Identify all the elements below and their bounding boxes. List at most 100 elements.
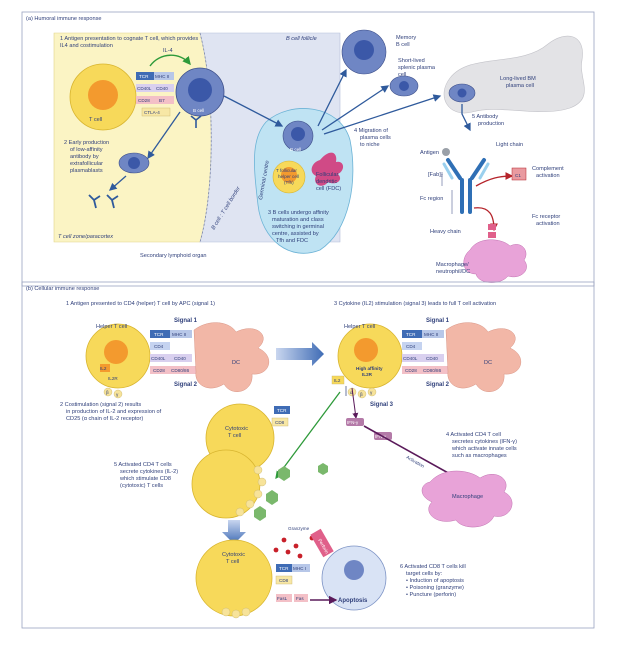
step4-l1: 4 Migration of bbox=[354, 128, 388, 134]
helper-nucleus-left bbox=[104, 340, 128, 364]
b-step6-l3: • Induction of apoptosis bbox=[406, 578, 464, 584]
svg-text:TCR: TCR bbox=[154, 332, 164, 337]
cd40-label: CD40 bbox=[156, 86, 168, 91]
step2-l4: extrafollicular bbox=[70, 161, 103, 167]
step2-l2: of low-affinity bbox=[70, 147, 103, 153]
apoptosis-label: Apoptosis bbox=[338, 598, 368, 604]
memory-l1: Memory bbox=[396, 35, 416, 41]
b-step5-l4: (cytotoxic) T cells bbox=[120, 483, 163, 489]
complement-l2: activation bbox=[536, 173, 560, 179]
arrow-to-plasmablast bbox=[147, 111, 181, 160]
short-lived-l1: Short-lived bbox=[398, 58, 425, 64]
arrow-plasmablast-antibody bbox=[109, 175, 127, 191]
fdc-l3: cell (FDC) bbox=[316, 186, 341, 192]
cyt3-l2: T cell bbox=[226, 559, 239, 565]
b-step2-l1: 2 Costimulation (signal 2) results bbox=[60, 402, 141, 408]
step2-l1: 2 Early production bbox=[64, 140, 109, 146]
b-step2-l3: CD25 (α chain of IL-2 receptor) bbox=[66, 416, 143, 422]
tfh-l3: (Tfh) bbox=[284, 180, 294, 185]
alpha-right: α bbox=[350, 390, 353, 395]
t-b-border-line bbox=[199, 32, 212, 243]
step4-l2: plasma cells bbox=[360, 135, 391, 141]
fdc-l1: Follicular bbox=[316, 172, 339, 178]
b-cell-nucleus bbox=[188, 78, 212, 102]
il2-left: IL2 bbox=[100, 366, 107, 371]
il2-right: IL2 bbox=[334, 378, 341, 383]
arrow-to-antibody bbox=[461, 104, 471, 132]
fdc-cell bbox=[311, 152, 344, 186]
receptors-left: TCR MHC II CD4 CD40L CD40 CD28 CD80/86 bbox=[150, 330, 196, 374]
fc-receptor-l1: Fc receptor bbox=[532, 214, 560, 220]
heavy-chain-label: Heavy chain bbox=[430, 229, 461, 235]
svg-text:CD28: CD28 bbox=[405, 368, 417, 373]
step3-l4: centre, assisted by bbox=[272, 231, 319, 237]
arrow-to-short-lived bbox=[321, 85, 390, 131]
svg-text:CD4: CD4 bbox=[406, 344, 416, 349]
long-lived-l2: plasma cell bbox=[506, 83, 534, 89]
fab-label: [Fab]₂ bbox=[428, 172, 443, 178]
step3-l3: switching in germinal bbox=[272, 224, 324, 230]
cyt1-l1: Cytotoxic bbox=[225, 426, 248, 432]
gamma-left: γ bbox=[116, 392, 119, 397]
ifn-badge-1 bbox=[346, 418, 364, 426]
antigen-label: Antigen bbox=[420, 150, 439, 156]
arrow-b-to-gc bbox=[223, 95, 284, 127]
macrophage-b-label: Macrophage bbox=[452, 494, 483, 500]
b-step6-l2: target cells by: bbox=[406, 571, 443, 577]
hi-aff-l1: High affinity bbox=[356, 366, 383, 371]
ctla4-label: CTLA-4 bbox=[144, 110, 160, 115]
il4-label: IL-4 bbox=[163, 48, 173, 54]
step5-l2: production bbox=[478, 121, 504, 127]
svg-text:CD40L: CD40L bbox=[151, 356, 166, 361]
b-step6-l4: • Poisoning (granzyme) bbox=[406, 585, 464, 591]
step2-l3: antibody by bbox=[70, 154, 99, 160]
step5-l1: 5 Antibody bbox=[472, 114, 498, 120]
b-step5-l2: secrete cytokines (IL-2) bbox=[120, 469, 178, 475]
antibody-structure bbox=[446, 158, 486, 214]
cyt1-l2: T cell bbox=[228, 433, 241, 439]
bone-marrow-niche bbox=[443, 35, 585, 114]
beta-left: β bbox=[106, 390, 109, 395]
cyt1-cd8 bbox=[271, 417, 289, 427]
svg-text:Fas: Fas bbox=[296, 596, 304, 601]
activation-label: Activation bbox=[406, 455, 426, 470]
svg-text:FasL: FasL bbox=[277, 596, 288, 601]
mhc2-label: MHC II bbox=[155, 74, 169, 79]
svg-text:CD40L: CD40L bbox=[403, 356, 418, 361]
gc-b-cell-label: B cell bbox=[290, 147, 301, 152]
complement-l1: Complement bbox=[532, 166, 564, 172]
tfh-l1: T follicular bbox=[276, 168, 297, 173]
svg-text:CD40: CD40 bbox=[426, 356, 438, 361]
svg-text:CD28: CD28 bbox=[153, 368, 165, 373]
step2-l5: plasmablasts bbox=[70, 168, 103, 174]
fc-receptor-l2: activation bbox=[536, 221, 560, 227]
light-chain-label: Light chain bbox=[496, 142, 523, 148]
macrophage-b bbox=[421, 470, 513, 528]
cd40l-label: CD40L bbox=[137, 86, 152, 91]
long-lived-l1: Long-lived BM bbox=[500, 76, 536, 82]
b-step5-l1: 5 Activated CD4 T cells bbox=[114, 462, 172, 468]
svg-text:CD40: CD40 bbox=[174, 356, 186, 361]
gamma-right: γ bbox=[370, 390, 373, 395]
b-cell-antibody-icon bbox=[190, 115, 202, 128]
b-step6-l5: • Puncture (perforin) bbox=[406, 592, 456, 598]
dc-left bbox=[193, 322, 270, 392]
svg-text:MHC II: MHC II bbox=[424, 332, 438, 337]
transition-arrow bbox=[276, 342, 324, 366]
fc-receptor-1 bbox=[488, 224, 496, 230]
step1-line2: IL4 and costimulation bbox=[60, 43, 113, 49]
macrophage-a bbox=[463, 239, 527, 283]
tcr-label: TCR bbox=[139, 74, 149, 79]
b-step1: 1 Antigen presented to CD4 (helper) T ce… bbox=[66, 301, 215, 307]
t-cell-zone bbox=[53, 32, 212, 243]
signal1-right: Signal 1 bbox=[426, 318, 450, 324]
granzyme-label: Granzyme bbox=[288, 526, 310, 531]
tfh-l2: helper cell bbox=[278, 174, 299, 179]
t-b-receptor-pairs: TCR MHC II CD40L CD40 CD28 B7 CTLA-4 bbox=[136, 72, 174, 117]
fc-region-label: Fc region bbox=[420, 196, 443, 202]
fdc-l2: dendritic bbox=[316, 179, 337, 185]
short-lived-l2: splenic plasma bbox=[398, 65, 436, 71]
il2-box-left bbox=[100, 364, 110, 372]
macrophage-a-l2: neutrophil/DC bbox=[436, 269, 470, 275]
